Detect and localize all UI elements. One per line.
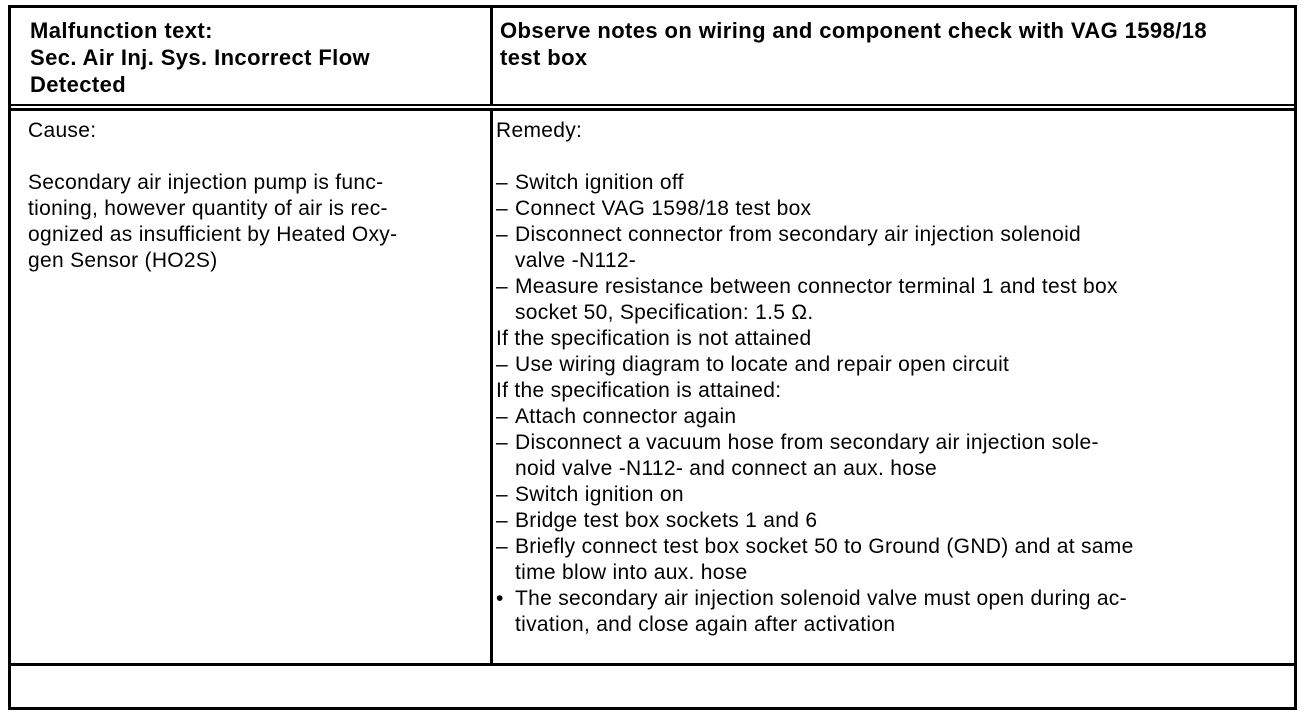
table-body-row: Cause: Secondary air injection pump is f… — [11, 111, 1294, 663]
remedy-line: –Measure resistance between connector te… — [496, 274, 1286, 300]
remedy-line: tivation, and close again after activati… — [496, 612, 1286, 638]
list-marker: – — [496, 535, 508, 558]
list-marker: – — [496, 353, 508, 376]
remedy-line-text: Connect VAG 1598/18 test box — [515, 197, 812, 220]
remedy-line: –Attach connector again — [496, 404, 1286, 430]
remedy-list: –Switch ignition off–Connect VAG 1598/18… — [496, 170, 1286, 638]
remedy-line: • The secondary air injection solenoid va… — [496, 586, 1286, 612]
remedy-line-text: The secondary air injection solenoid val… — [515, 587, 1127, 610]
remedy-line-text: Disconnect a vacuum hose from secondary … — [515, 431, 1099, 454]
remedy-line: valve -N112- — [496, 248, 1286, 274]
remedy-title: Remedy: — [496, 119, 583, 142]
list-marker: – — [496, 275, 508, 298]
notes-header-lines: Observe notes on wiring and component ch… — [500, 17, 1284, 71]
header-line: Malfunction text: — [30, 18, 213, 43]
remedy-line: –Briefly connect test box socket 50 to G… — [496, 534, 1286, 560]
header-separator-rule — [11, 104, 1294, 111]
cause-line: gen Sensor (HO2S) — [28, 249, 218, 272]
remedy-cell: Remedy: –Switch ignition off–Connect VAG… — [493, 111, 1294, 663]
header-line: Detected — [30, 72, 127, 97]
remedy-line: socket 50, Specification: 1.5 Ω. — [496, 300, 1286, 326]
remedy-line-text: tivation, and close again after activati… — [515, 613, 896, 636]
diagnostic-table: Malfunction text:Sec. Air Inj. Sys. Inco… — [8, 5, 1297, 710]
remedy-line: –Switch ignition on — [496, 482, 1286, 508]
remedy-line-text: Switch ignition off — [515, 171, 684, 194]
remedy-line: –Switch ignition off — [496, 170, 1286, 196]
empty-footer-row — [11, 663, 1294, 707]
header-line: Sec. Air Inj. Sys. Incorrect Flow — [30, 45, 371, 70]
remedy-line-text: Switch ignition on — [515, 483, 684, 506]
remedy-line-text: time blow into aux. hose — [515, 561, 748, 584]
remedy-line-text: Measure resistance between connector ter… — [515, 275, 1118, 298]
table-header-row: Malfunction text:Sec. Air Inj. Sys. Inco… — [11, 8, 1294, 104]
remedy-line-text: Bridge test box sockets 1 and 6 — [515, 509, 818, 532]
remedy-line: –Disconnect a vacuum hose from secondary… — [496, 430, 1286, 456]
header-line: test box — [500, 45, 588, 70]
remedy-line: –Connect VAG 1598/18 test box — [496, 196, 1286, 222]
malfunction-header-lines: Malfunction text:Sec. Air Inj. Sys. Inco… — [30, 17, 480, 98]
remedy-line-text: noid valve -N112- and connect an aux. ho… — [515, 457, 937, 480]
cause-line: tioning, however quantity of air is rec- — [28, 197, 388, 220]
remedy-line: –Disconnect connector from secondary air… — [496, 222, 1286, 248]
cause-cell: Cause: Secondary air injection pump is f… — [11, 111, 493, 663]
notes-header-cell: Observe notes on wiring and component ch… — [493, 8, 1294, 104]
remedy-line-text: Attach connector again — [515, 405, 737, 428]
remedy-line: If the specification is attained: — [496, 378, 1286, 404]
list-marker: – — [496, 171, 508, 194]
cause-title: Cause: — [28, 119, 97, 142]
list-marker: – — [496, 197, 508, 220]
header-line: Observe notes on wiring and component ch… — [500, 18, 1207, 43]
remedy-line: –Bridge test box sockets 1 and 6 — [496, 508, 1286, 534]
cause-paragraph: Secondary air injection pump is func-tio… — [28, 170, 476, 274]
list-marker: – — [496, 509, 508, 532]
cause-line: ognized as insufficient by Heated Oxy- — [28, 223, 398, 246]
remedy-line-text: socket 50, Specification: 1.5 Ω. — [515, 301, 814, 324]
list-marker: • — [496, 587, 504, 610]
remedy-line: If the specification is not attained — [496, 326, 1286, 352]
list-marker: – — [496, 223, 508, 246]
remedy-line-text: Briefly connect test box socket 50 to Gr… — [515, 535, 1134, 558]
remedy-line-text: Disconnect connector from secondary air … — [515, 223, 1082, 246]
remedy-line-text: Use wiring diagram to locate and repair … — [515, 353, 1010, 376]
remedy-line: noid valve -N112- and connect an aux. ho… — [496, 456, 1286, 482]
list-marker: – — [496, 431, 508, 454]
malfunction-header-cell: Malfunction text:Sec. Air Inj. Sys. Inco… — [11, 8, 493, 104]
remedy-line: time blow into aux. hose — [496, 560, 1286, 586]
remedy-line: –Use wiring diagram to locate and repair… — [496, 352, 1286, 378]
list-marker: – — [496, 483, 508, 506]
remedy-line-text: If the specification is not attained — [496, 327, 812, 350]
remedy-line-text: If the specification is attained: — [496, 379, 782, 402]
remedy-line-text: valve -N112- — [515, 249, 637, 272]
cause-line: Secondary air injection pump is func- — [28, 171, 384, 194]
list-marker: – — [496, 405, 508, 428]
